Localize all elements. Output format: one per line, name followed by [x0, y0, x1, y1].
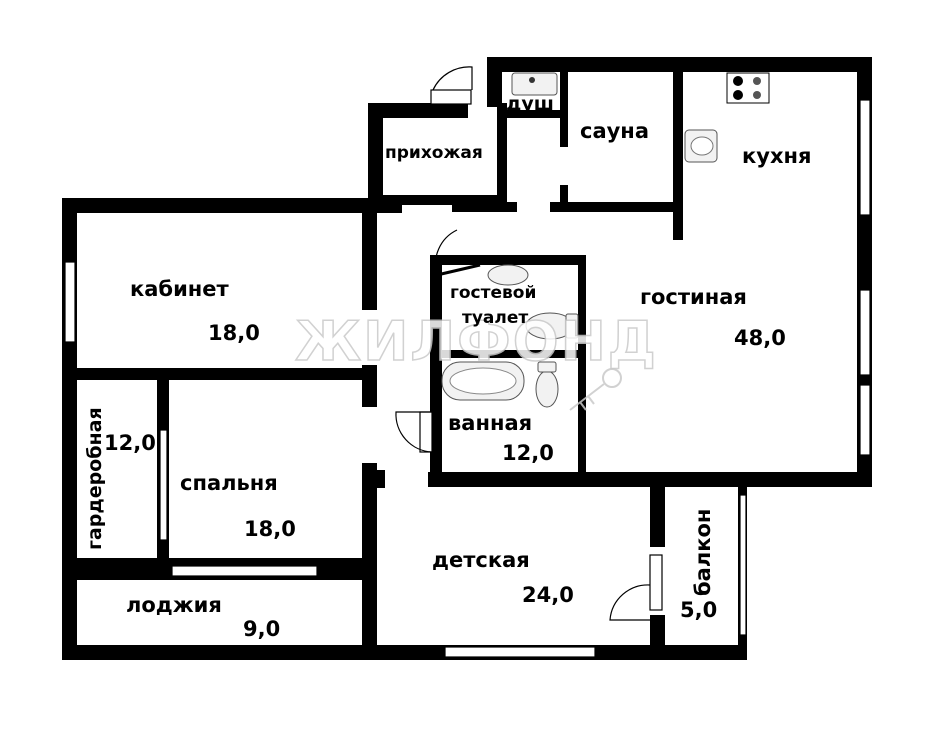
label-kuhnya: кухня: [742, 144, 811, 168]
area-kabinet: 18,0: [208, 321, 260, 345]
balcony-door: [609, 554, 663, 621]
area-detskaya: 24,0: [522, 583, 574, 607]
shower-sink-icon: [511, 72, 558, 96]
area-gostinaya: 48,0: [734, 326, 786, 350]
label-dush: душ: [506, 93, 554, 115]
room-labels: душ сауна кухня прихожая кабинет 18,0 го…: [84, 93, 811, 641]
label-vannaya: ванная: [448, 411, 532, 435]
label-prihozhaya: прихожая: [385, 143, 483, 163]
label-gostevoy-line2: туалет: [462, 308, 528, 328]
windows: [64, 99, 871, 658]
label-balkon: балкон: [691, 509, 715, 596]
area-vannaya: 12,0: [502, 441, 554, 465]
bathroom-door: [395, 411, 433, 453]
area-balkon: 5,0: [680, 598, 717, 622]
bathtub-icon: [441, 361, 525, 401]
watermark-key-icon: [569, 368, 622, 411]
watermark: ЖИЛФОНД: [294, 309, 658, 411]
area-spalnya: 18,0: [244, 517, 296, 541]
label-spalnya: спальня: [180, 471, 278, 495]
label-garderobnaya: гардеробная: [84, 407, 106, 550]
label-kabinet: кабинет: [130, 277, 230, 301]
area-lodzhiya: 9,0: [243, 617, 280, 641]
guest-wc-toilet-icon: [525, 312, 579, 340]
watermark-text: ЖИЛФОНД: [295, 310, 658, 373]
label-sauna: сауна: [580, 119, 649, 143]
fixtures: [441, 72, 770, 408]
label-gostevoy-line1: гостевой: [450, 283, 536, 303]
guest-wc-sink-icon: [487, 264, 529, 286]
label-gostinaya: гостиная: [640, 285, 747, 309]
doors: [395, 66, 663, 621]
area-garderobnaya: 12,0: [104, 431, 156, 455]
bath-toilet-icon: [535, 361, 559, 408]
label-detskaya: детская: [432, 548, 530, 572]
kitchen-sink-icon: [684, 129, 718, 163]
stove-icon: [726, 72, 770, 104]
guest-wc-door: [434, 229, 481, 277]
label-lodzhiya: лоджия: [126, 593, 222, 617]
entrance-door: [430, 66, 473, 105]
